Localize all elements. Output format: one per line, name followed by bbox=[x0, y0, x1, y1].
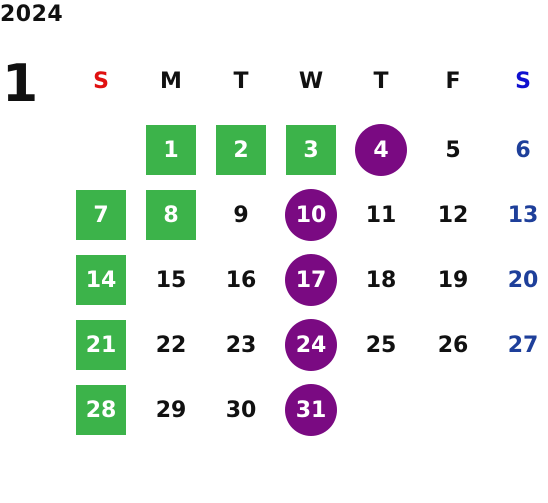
day-cell[interactable]: 1 bbox=[146, 125, 196, 175]
weekday-label: M bbox=[160, 69, 182, 94]
weekday-label: F bbox=[445, 69, 461, 94]
day-cell[interactable]: 9 bbox=[233, 202, 249, 228]
day-cell[interactable]: 17 bbox=[285, 254, 337, 306]
weekday-label: W bbox=[298, 69, 324, 94]
day-cell[interactable]: 3 bbox=[286, 125, 336, 175]
day-cell[interactable]: 27 bbox=[507, 332, 539, 358]
day-cell[interactable]: 26 bbox=[437, 332, 469, 358]
year-label: 2024 bbox=[0, 2, 64, 27]
day-cell[interactable]: 12 bbox=[437, 202, 469, 228]
day-cell[interactable]: 5 bbox=[445, 137, 461, 163]
day-cell[interactable]: 23 bbox=[225, 332, 257, 358]
day-cell[interactable]: 19 bbox=[437, 267, 469, 293]
day-cell[interactable]: 20 bbox=[507, 267, 539, 293]
month-number: 1 bbox=[2, 54, 39, 114]
day-cell[interactable]: 16 bbox=[225, 267, 257, 293]
day-cell[interactable]: 7 bbox=[76, 190, 126, 240]
day-cell[interactable]: 6 bbox=[515, 137, 531, 163]
day-cell[interactable]: 10 bbox=[285, 189, 337, 241]
day-cell[interactable]: 24 bbox=[285, 319, 337, 371]
day-cell[interactable]: 29 bbox=[155, 397, 187, 423]
day-cell[interactable]: 8 bbox=[146, 190, 196, 240]
day-cell[interactable]: 28 bbox=[76, 385, 126, 435]
weekday-label: S bbox=[93, 69, 109, 94]
day-cell[interactable]: 22 bbox=[155, 332, 187, 358]
day-cell[interactable]: 11 bbox=[365, 202, 397, 228]
day-cell[interactable]: 25 bbox=[365, 332, 397, 358]
day-cell[interactable]: 15 bbox=[155, 267, 187, 293]
day-cell[interactable]: 21 bbox=[76, 320, 126, 370]
day-cell[interactable]: 13 bbox=[507, 202, 539, 228]
day-cell[interactable]: 30 bbox=[225, 397, 257, 423]
day-cell[interactable]: 18 bbox=[365, 267, 397, 293]
day-cell[interactable]: 14 bbox=[76, 255, 126, 305]
weekday-label: T bbox=[233, 69, 249, 94]
day-cell[interactable]: 31 bbox=[285, 384, 337, 436]
weekday-label: S bbox=[515, 69, 531, 94]
day-cell[interactable]: 2 bbox=[216, 125, 266, 175]
day-cell[interactable]: 4 bbox=[355, 124, 407, 176]
weekday-label: T bbox=[373, 69, 389, 94]
